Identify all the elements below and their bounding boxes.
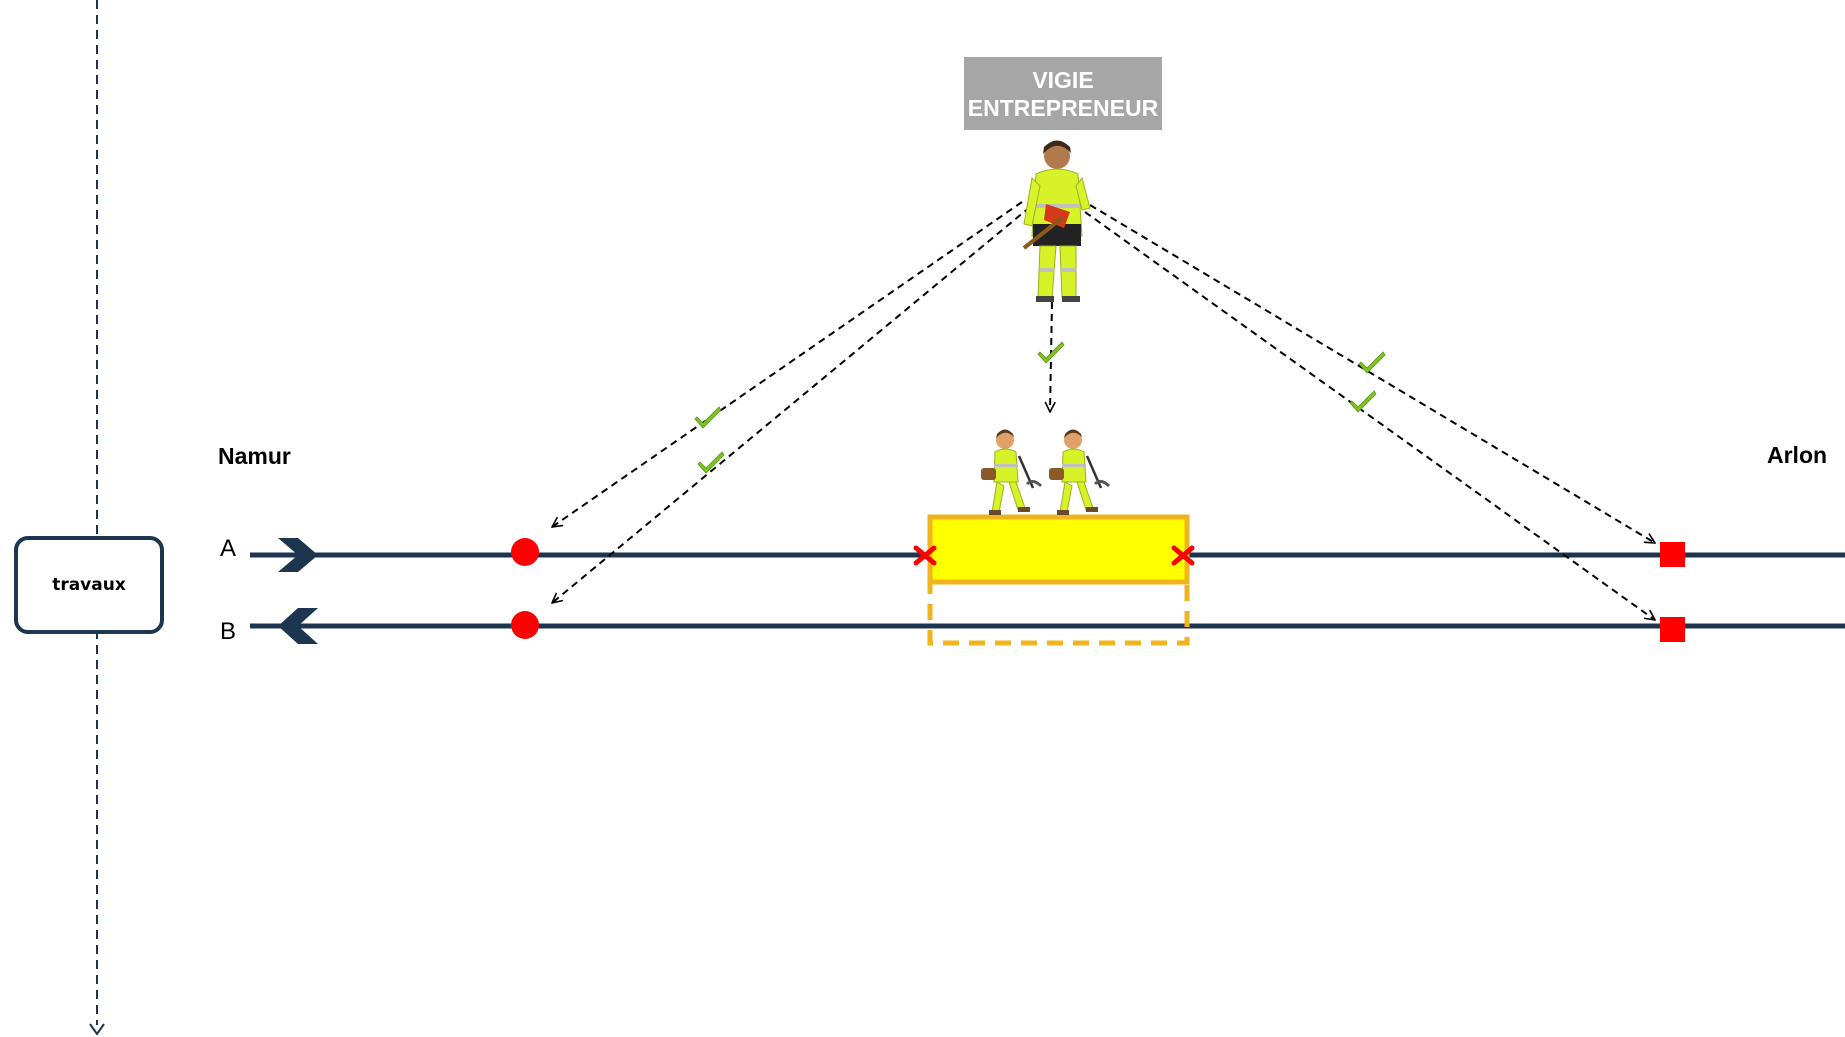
work-zone-track-b	[927, 579, 1190, 646]
work-zone-track-a	[927, 514, 1190, 585]
track-worker-icon	[979, 428, 1043, 517]
red-cross-icon	[1171, 545, 1195, 566]
lookout-label-line1: VIGIE	[1032, 66, 1094, 93]
check-icon	[1349, 390, 1377, 413]
red-square-signal-icon	[1660, 617, 1685, 642]
sight-lines	[552, 201, 1655, 620]
track-b-label: B	[220, 618, 237, 645]
check-icon	[1358, 351, 1386, 374]
stage-label: travaux	[52, 575, 126, 595]
lookout-worker-icon	[1022, 140, 1091, 302]
direction-left-icon	[278, 608, 318, 644]
lookout-label: VIGIE ENTREPRENEUR	[964, 57, 1162, 130]
red-cross-icon	[913, 545, 937, 566]
red-square-signal-icon	[1660, 542, 1685, 567]
lookout-label-line2: ENTREPRENEUR	[967, 94, 1159, 121]
direction-right-icon	[278, 538, 318, 572]
check-icon	[1037, 341, 1065, 364]
track-a-label: A	[220, 535, 237, 562]
stage-box: travaux	[14, 536, 164, 634]
city-right-label: Arlon	[1767, 442, 1828, 468]
city-left-label: Namur	[218, 443, 291, 469]
check-icon	[694, 406, 722, 429]
red-circle-signal-icon	[511, 611, 539, 639]
track-worker-icon	[1047, 428, 1111, 517]
red-circle-signal-icon	[511, 538, 539, 566]
